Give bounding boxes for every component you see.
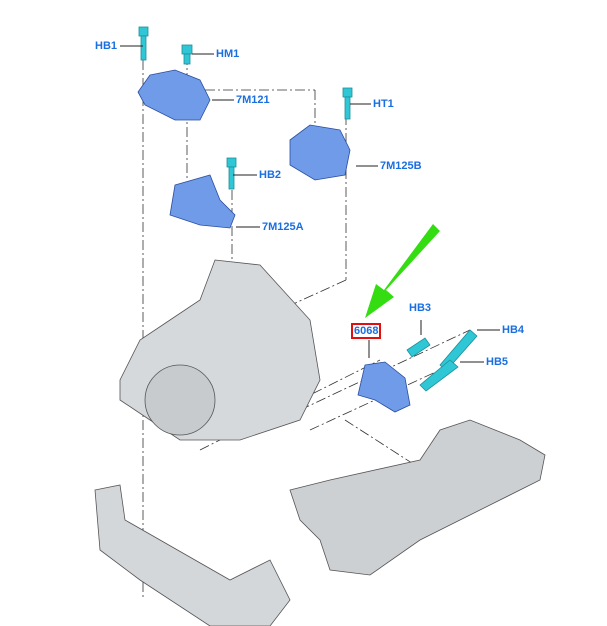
label-hb1: HB1 [95, 40, 118, 52]
mount-7m125b [289, 124, 351, 181]
label-ht1: HT1 [373, 98, 394, 110]
bolt-ht1-icon [342, 87, 353, 98]
label-6068-highlighted[interactable]: 6068 [351, 323, 382, 339]
mount-7m121 [137, 69, 211, 121]
bolt-hb1-icon [138, 26, 149, 37]
transmission-cover [144, 364, 216, 436]
leader-lines [120, 45, 500, 363]
bolts [138, 26, 478, 392]
label-hm1: HM1 [216, 48, 240, 60]
mount-7m125a [169, 174, 236, 229]
label-hb4: HB4 [502, 324, 525, 336]
bolt-hb3-icon [406, 337, 431, 358]
label-hb3: HB3 [409, 302, 432, 314]
label-7m121: 7M121 [236, 94, 270, 106]
mount-6068 [357, 361, 411, 413]
green-arrow-icon [365, 224, 440, 318]
bolt-hm1-icon [181, 44, 193, 55]
front-rail [94, 484, 291, 626]
label-hb2: HB2 [259, 169, 282, 181]
label-7m125a: 7M125A [262, 221, 304, 233]
bolt-hb5-icon [419, 359, 459, 392]
bolt-hb2-icon [226, 157, 237, 168]
label-7m125b: 7M125B [380, 160, 422, 172]
subframe [289, 419, 546, 576]
label-hb5: HB5 [486, 356, 509, 368]
